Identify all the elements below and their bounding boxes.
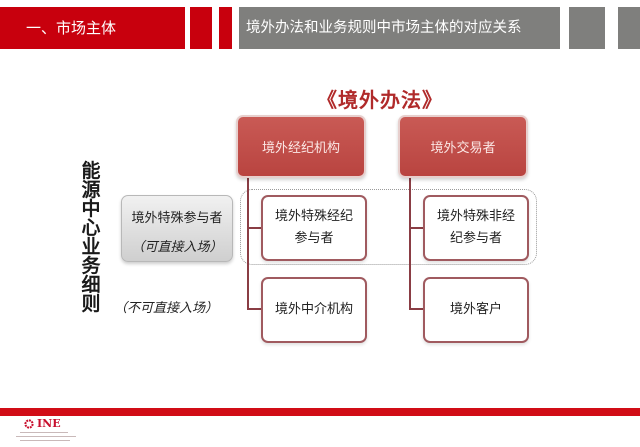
connector-right-branch-2 — [409, 308, 424, 310]
header-accent-red-1 — [190, 7, 212, 49]
connector-left-branch-1 — [247, 227, 262, 229]
rules-vertical-char: 细 — [81, 274, 101, 296]
node-overseas-client-label: 境外客户 — [449, 302, 502, 317]
rules-vertical-label: 能源中心业务细则 — [81, 162, 101, 314]
footer-red-line — [0, 408, 640, 416]
node-overseas-intermediary-label: 境外中介机构 — [274, 302, 353, 317]
section-label: 一、市场主体 — [26, 19, 117, 37]
node-special-nonbroker-line1: 境外特殊非经 — [436, 209, 515, 224]
rules-vertical-char: 中 — [81, 198, 101, 220]
connector-left-vertical — [247, 178, 249, 309]
gear-ring-icon — [24, 419, 34, 429]
connector-left-branch-2 — [247, 308, 262, 310]
header-accent-gray-1 — [569, 7, 605, 49]
header-accent-red-2 — [219, 7, 232, 49]
node-special-broker-line2: 参与者 — [294, 231, 334, 246]
node-special-nonbroker-participant: 境外特殊非经 纪参与者 — [423, 195, 529, 261]
node-special-nonbroker-line2: 纪参与者 — [449, 231, 502, 246]
node-overseas-client: 境外客户 — [423, 277, 529, 343]
node-overseas-trader: 境外交易者 — [398, 115, 528, 178]
header-accent-gray-2 — [618, 7, 640, 49]
direct-access-group-outline — [240, 189, 537, 265]
section-header-bar: 一、市场主体 — [0, 7, 185, 49]
node-special-broker-line1: 境外特殊经纪 — [274, 209, 353, 224]
node-special-broker-participant: 境外特殊经纪 参与者 — [261, 195, 367, 261]
logo-subtitle-line-2 — [16, 436, 76, 437]
special-participant-label: 境外特殊参与者 — [131, 211, 223, 226]
logo-subtitle-line-1 — [20, 432, 68, 433]
connector-right-branch-1 — [409, 227, 424, 229]
node-overseas-trader-label: 境外交易者 — [430, 141, 496, 156]
node-overseas-intermediary: 境外中介机构 — [261, 277, 367, 343]
non-direct-access-note: （不可直接入场） — [114, 301, 219, 316]
diagram-title: 《境外办法》 — [317, 88, 443, 112]
rules-vertical-char: 则 — [81, 293, 101, 315]
node-overseas-broker-label: 境外经纪机构 — [261, 141, 340, 156]
rules-vertical-char: 能 — [81, 160, 101, 182]
direct-access-note: （可直接入场） — [131, 240, 223, 255]
logo-text: INE — [37, 417, 61, 430]
slide-title: 境外办法和业务规则中市场主体的对应关系 — [246, 20, 522, 36]
connector-right-vertical — [409, 178, 411, 309]
slide-title-bar: 境外办法和业务规则中市场主体的对应关系 — [239, 7, 560, 49]
rules-vertical-char: 务 — [81, 255, 101, 277]
node-overseas-broker: 境外经纪机构 — [236, 115, 366, 178]
rules-vertical-char: 源 — [81, 179, 101, 201]
logo-subtitle-line-3 — [20, 440, 70, 441]
rules-vertical-char: 心 — [81, 217, 101, 239]
rules-vertical-char: 业 — [81, 236, 101, 258]
special-participant-box: 境外特殊参与者 （可直接入场） — [121, 195, 233, 262]
ine-logo: INE — [16, 417, 86, 446]
